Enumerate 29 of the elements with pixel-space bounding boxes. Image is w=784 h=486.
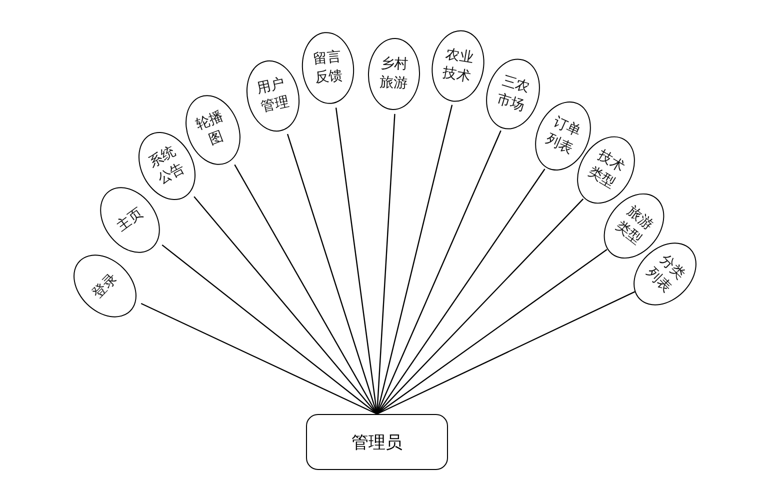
node-label: 三农市场 (494, 72, 533, 116)
node-label: 留言反馈 (311, 48, 345, 88)
node-label: 订单列表 (542, 112, 584, 160)
connector-line (376, 168, 546, 414)
connector-line (376, 130, 502, 414)
node-label: 分类列表 (642, 250, 689, 298)
node-label: 主页 (112, 204, 147, 236)
connector-line (376, 249, 608, 414)
node-label: 登录 (88, 269, 122, 304)
function-ellipse (366, 36, 422, 112)
connector-line (162, 244, 378, 414)
node-label: 农业技术 (440, 44, 476, 88)
node-label: 轮播图 (192, 107, 227, 150)
node-label: 乡村旅游 (378, 54, 410, 94)
node-label: 系统公告 (145, 142, 188, 190)
node-label: 管理员 (352, 432, 402, 454)
role-box (306, 414, 448, 470)
connector-line (376, 114, 396, 414)
connector-line (376, 104, 453, 414)
node-label: 技术类型 (584, 146, 628, 194)
connector-line (234, 164, 378, 414)
node-label: 用户管理 (254, 74, 292, 118)
connector-line (140, 302, 378, 415)
connector-line (376, 198, 584, 414)
connector-line (376, 291, 636, 415)
node-label: 旅游类型 (612, 202, 658, 250)
connector-line (194, 196, 378, 414)
connector-line (335, 108, 378, 414)
connector-line (286, 134, 378, 414)
